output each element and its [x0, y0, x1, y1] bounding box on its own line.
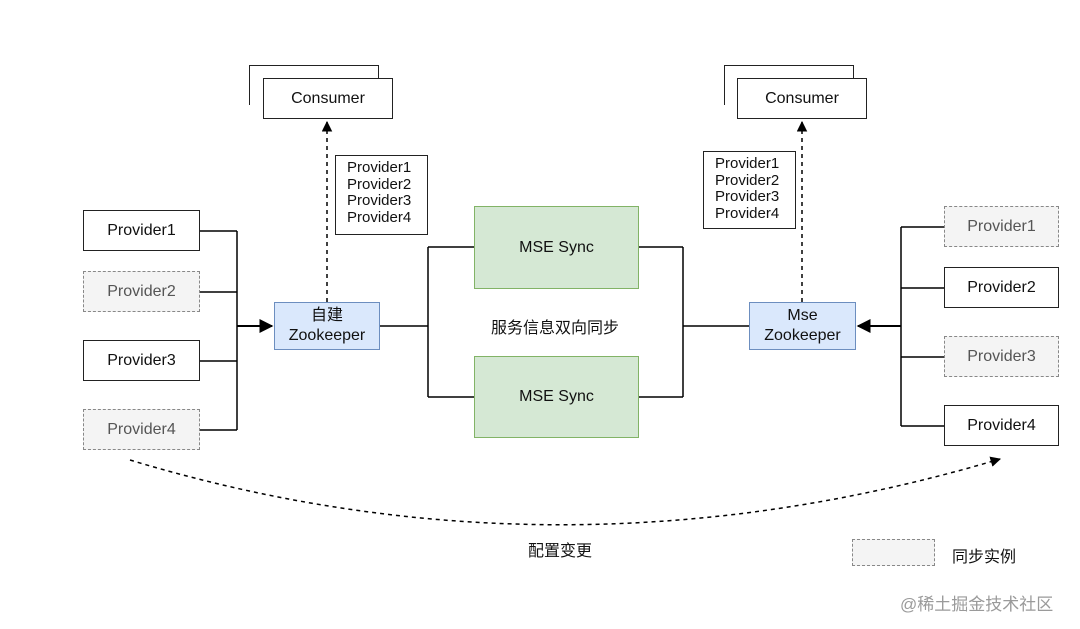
config-change-arrow	[129, 456, 1002, 526]
mse-sync-bottom: MSE Sync	[474, 356, 639, 438]
left-zookeeper: 自建 Zookeeper	[274, 302, 380, 350]
left-provider3: Provider3	[83, 340, 200, 381]
right-consumer-label: Consumer	[765, 89, 839, 107]
right-provider-list: Provider1 Provider2 Provider3 Provider4	[703, 151, 796, 229]
right-provider-bus	[856, 226, 944, 427]
left-provider2: Provider2	[83, 271, 200, 312]
legend-label: 同步实例	[952, 549, 1017, 566]
left-provider4-label: Provider4	[107, 420, 176, 438]
right-provider1: Provider1	[944, 206, 1059, 247]
right-provider2: Provider2	[944, 267, 1059, 308]
left-list-item: Provider1	[347, 159, 412, 176]
right-list-item: Provider2	[715, 171, 780, 189]
right-provider3: Provider3	[944, 336, 1059, 377]
right-provider3-label: Provider3	[967, 347, 1036, 365]
left-provider3-label: Provider3	[107, 351, 176, 369]
right-provider4: Provider4	[944, 405, 1059, 446]
right-zookeeper-line1: Mse	[787, 307, 818, 324]
left-sync-bus	[380, 246, 474, 398]
left-list-item: Provider2	[347, 175, 412, 193]
right-list-item: Provider4	[715, 204, 780, 222]
left-consumer-label: Consumer	[291, 89, 365, 107]
right-list-item: Provider1	[715, 155, 780, 172]
left-provider-list: Provider1 Provider2 Provider3 Provider4	[335, 155, 428, 235]
legend-swatch	[852, 539, 935, 566]
config-change-label: 配置变更	[528, 543, 593, 560]
left-consumer-box: Consumer	[263, 78, 393, 119]
right-sync-bus	[639, 246, 749, 398]
left-provider1: Provider1	[83, 210, 200, 251]
right-provider4-label: Provider4	[967, 416, 1036, 434]
right-provider1-label: Provider1	[967, 217, 1036, 235]
left-provider4: Provider4	[83, 409, 200, 450]
bidirectional-sync-label: 服务信息双向同步	[490, 320, 619, 337]
left-provider-bus	[200, 230, 274, 431]
left-list-item: Provider4	[347, 208, 412, 226]
right-zookeeper: Mse Zookeeper	[749, 302, 856, 350]
watermark: @稀土掘金技术社区	[900, 595, 1054, 614]
mse-sync-bottom-label: MSE Sync	[519, 388, 594, 405]
right-consumer-box: Consumer	[737, 78, 867, 119]
left-zookeeper-line2: Zookeeper	[288, 327, 366, 344]
right-zookeeper-line2: Zookeeper	[764, 327, 841, 344]
mse-sync-top-label: MSE Sync	[519, 238, 594, 256]
left-list-item: Provider3	[347, 192, 412, 209]
left-zookeeper-line1: 自建	[310, 307, 343, 324]
right-list-item: Provider3	[715, 188, 780, 205]
left-provider1-label: Provider1	[107, 221, 176, 239]
right-provider2-label: Provider2	[967, 278, 1036, 296]
mse-sync-top: MSE Sync	[474, 206, 639, 289]
left-provider2-label: Provider2	[107, 282, 176, 300]
